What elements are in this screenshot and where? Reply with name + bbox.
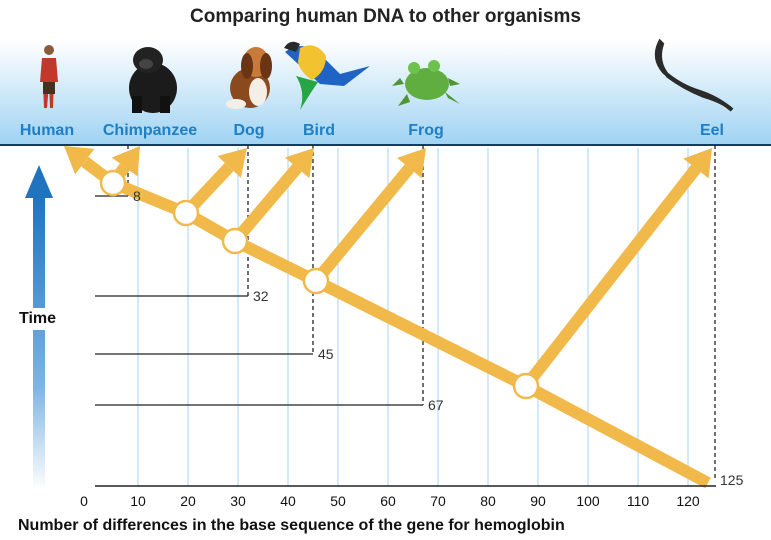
distance-label: 45 [318,346,334,362]
x-tick-label: 50 [330,493,346,509]
organism-label-human: Human [20,122,74,139]
organism-label-dog: Dog [233,122,264,139]
x-tick-label: 110 [627,493,650,509]
distance-label: 67 [428,397,444,413]
branch-node [174,201,198,225]
x-tick-label: 60 [380,493,396,509]
x-tick-label: 100 [576,493,600,509]
x-tick-label: 120 [676,493,700,509]
organism-label-chimpanzee: Chimpanzee [103,122,197,139]
x-tick-label: 70 [430,493,446,509]
eel-branch [526,168,696,386]
x-axis-label: Number of differences in the base sequen… [18,517,771,535]
distance-label: 125 [720,472,744,488]
organism-label-eel: Eel [700,122,724,139]
x-tick-label: 30 [230,493,246,509]
frog-branch [316,168,409,281]
x-tick-label: 10 [130,493,146,509]
organism-label-bird: Bird [303,122,335,139]
x-tick-label: 90 [530,493,546,509]
x-tick-label: 20 [180,493,196,509]
branch-node [223,229,247,253]
x-tick-label: 80 [480,493,496,509]
trunk-branch [113,183,708,483]
x-tick-label: 0 [80,493,88,509]
gridlines [138,148,688,486]
distance-label: 32 [253,288,269,304]
x-tick-label: 40 [280,493,296,509]
branch-node [101,171,125,195]
time-label: Time [19,308,56,330]
branch-node [304,269,328,293]
branch-node [514,374,538,398]
distance-label: 8 [133,188,141,204]
organism-label-frog: Frog [408,122,444,139]
x-axis-ticks: 0 10 20 30 40 50 60 70 80 90 100 110 120 [80,493,700,509]
